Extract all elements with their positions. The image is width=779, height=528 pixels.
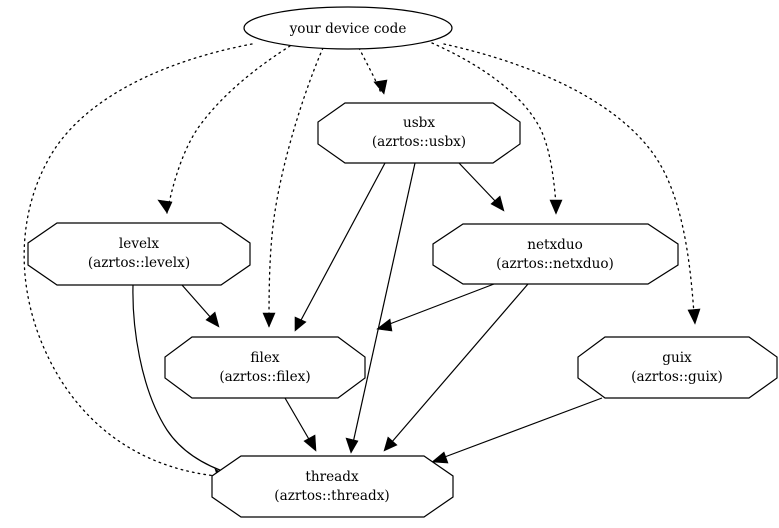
node-levelx-shape[interactable]: [27, 222, 251, 286]
node-usbx-label-line1: usbx: [403, 115, 435, 131]
node-levelx[interactable]: levelx (azrtos::levelx): [27, 222, 251, 286]
edge-filex-threadx: [284, 397, 317, 452]
edge-netxduo-threadx: [383, 283, 529, 452]
node-usbx-shape[interactable]: [317, 102, 521, 164]
edge-usbx-threadx: [345, 162, 416, 454]
node-guix-label-line2: (azrtos::guix): [631, 369, 723, 385]
edge-device-filex: [262, 47, 324, 328]
edge-levelx-filex: [181, 284, 220, 328]
node-netxduo-shape[interactable]: [432, 223, 679, 285]
node-levelx-label-line2: (azrtos::levelx): [88, 255, 190, 271]
edge-guix-threadx: [431, 397, 603, 464]
edge-usbx-netxduo: [458, 162, 505, 212]
edge-layer: [23, 42, 701, 482]
node-threadx-label-line1: threadx: [305, 469, 359, 485]
node-levelx-label-line1: levelx: [119, 236, 159, 252]
edge-usbx-filex: [294, 162, 386, 332]
node-device-code[interactable]: your device code: [243, 6, 453, 50]
node-filex-shape[interactable]: [164, 336, 366, 399]
node-threadx-label-line2: (azrtos::threadx): [274, 488, 389, 504]
node-threadx-shape[interactable]: [211, 455, 454, 518]
edge-netxduo-filex: [376, 283, 495, 332]
node-threadx[interactable]: threadx (azrtos::threadx): [211, 455, 454, 518]
node-netxduo[interactable]: netxduo (azrtos::netxduo): [432, 223, 679, 285]
node-netxduo-label-line1: netxduo: [527, 237, 583, 253]
edge-device-netxduo: [431, 42, 563, 215]
edge-device-usbx: [358, 47, 388, 95]
node-usbx[interactable]: usbx (azrtos::usbx): [317, 102, 521, 164]
node-guix-label-line1: guix: [662, 350, 692, 366]
edge-device-guix: [443, 43, 701, 325]
node-filex[interactable]: filex (azrtos::filex): [164, 336, 366, 399]
node-device-code-label: your device code: [289, 21, 407, 37]
edge-device-levelx: [157, 45, 291, 214]
node-usbx-label-line2: (azrtos::usbx): [372, 134, 466, 150]
node-netxduo-label-line2: (azrtos::netxduo): [496, 256, 614, 272]
node-guix-shape[interactable]: [577, 336, 778, 399]
node-device-code-shape[interactable]: [243, 6, 453, 50]
node-filex-label-line2: (azrtos::filex): [219, 369, 310, 385]
node-filex-label-line1: filex: [250, 350, 279, 366]
node-guix[interactable]: guix (azrtos::guix): [577, 336, 778, 399]
